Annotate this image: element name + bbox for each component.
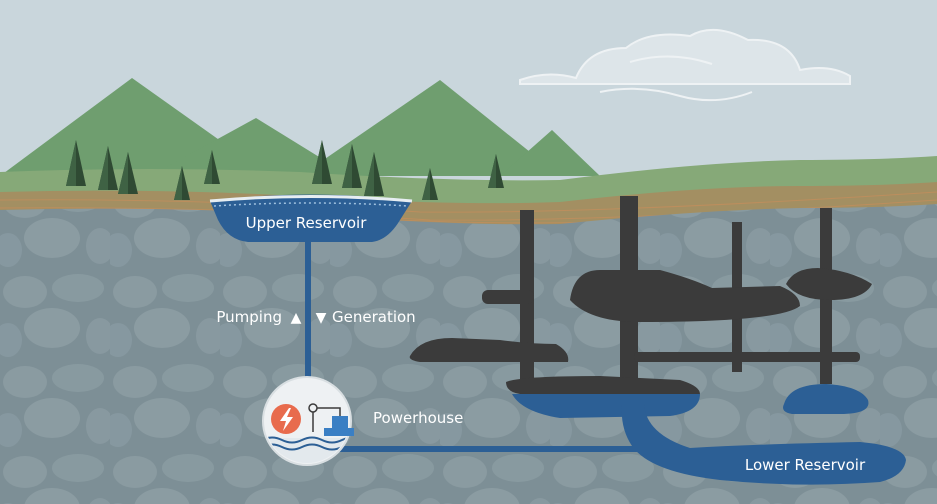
powerhouse-label: Powerhouse: [373, 409, 463, 427]
mine-workings: [409, 196, 872, 394]
turbine-icon: [308, 403, 354, 436]
pumping-label: Pumping: [216, 308, 282, 326]
tailrace-tunnel: [330, 446, 640, 452]
lightning-bolt-icon: [271, 404, 301, 434]
lower-reservoir-label: Lower Reservoir: [745, 456, 866, 474]
cloud: [519, 29, 851, 102]
upper-reservoir-label: Upper Reservoir: [246, 214, 368, 232]
trees: [66, 140, 504, 200]
generation-label: Generation: [332, 308, 416, 326]
penstock: [305, 240, 311, 390]
mountains: [0, 78, 600, 176]
upper-reservoir: [209, 194, 413, 242]
pumping-arrow: ▲: [291, 310, 302, 326]
generation-arrow: ▼: [316, 310, 327, 326]
lower-reservoir: [512, 384, 906, 485]
